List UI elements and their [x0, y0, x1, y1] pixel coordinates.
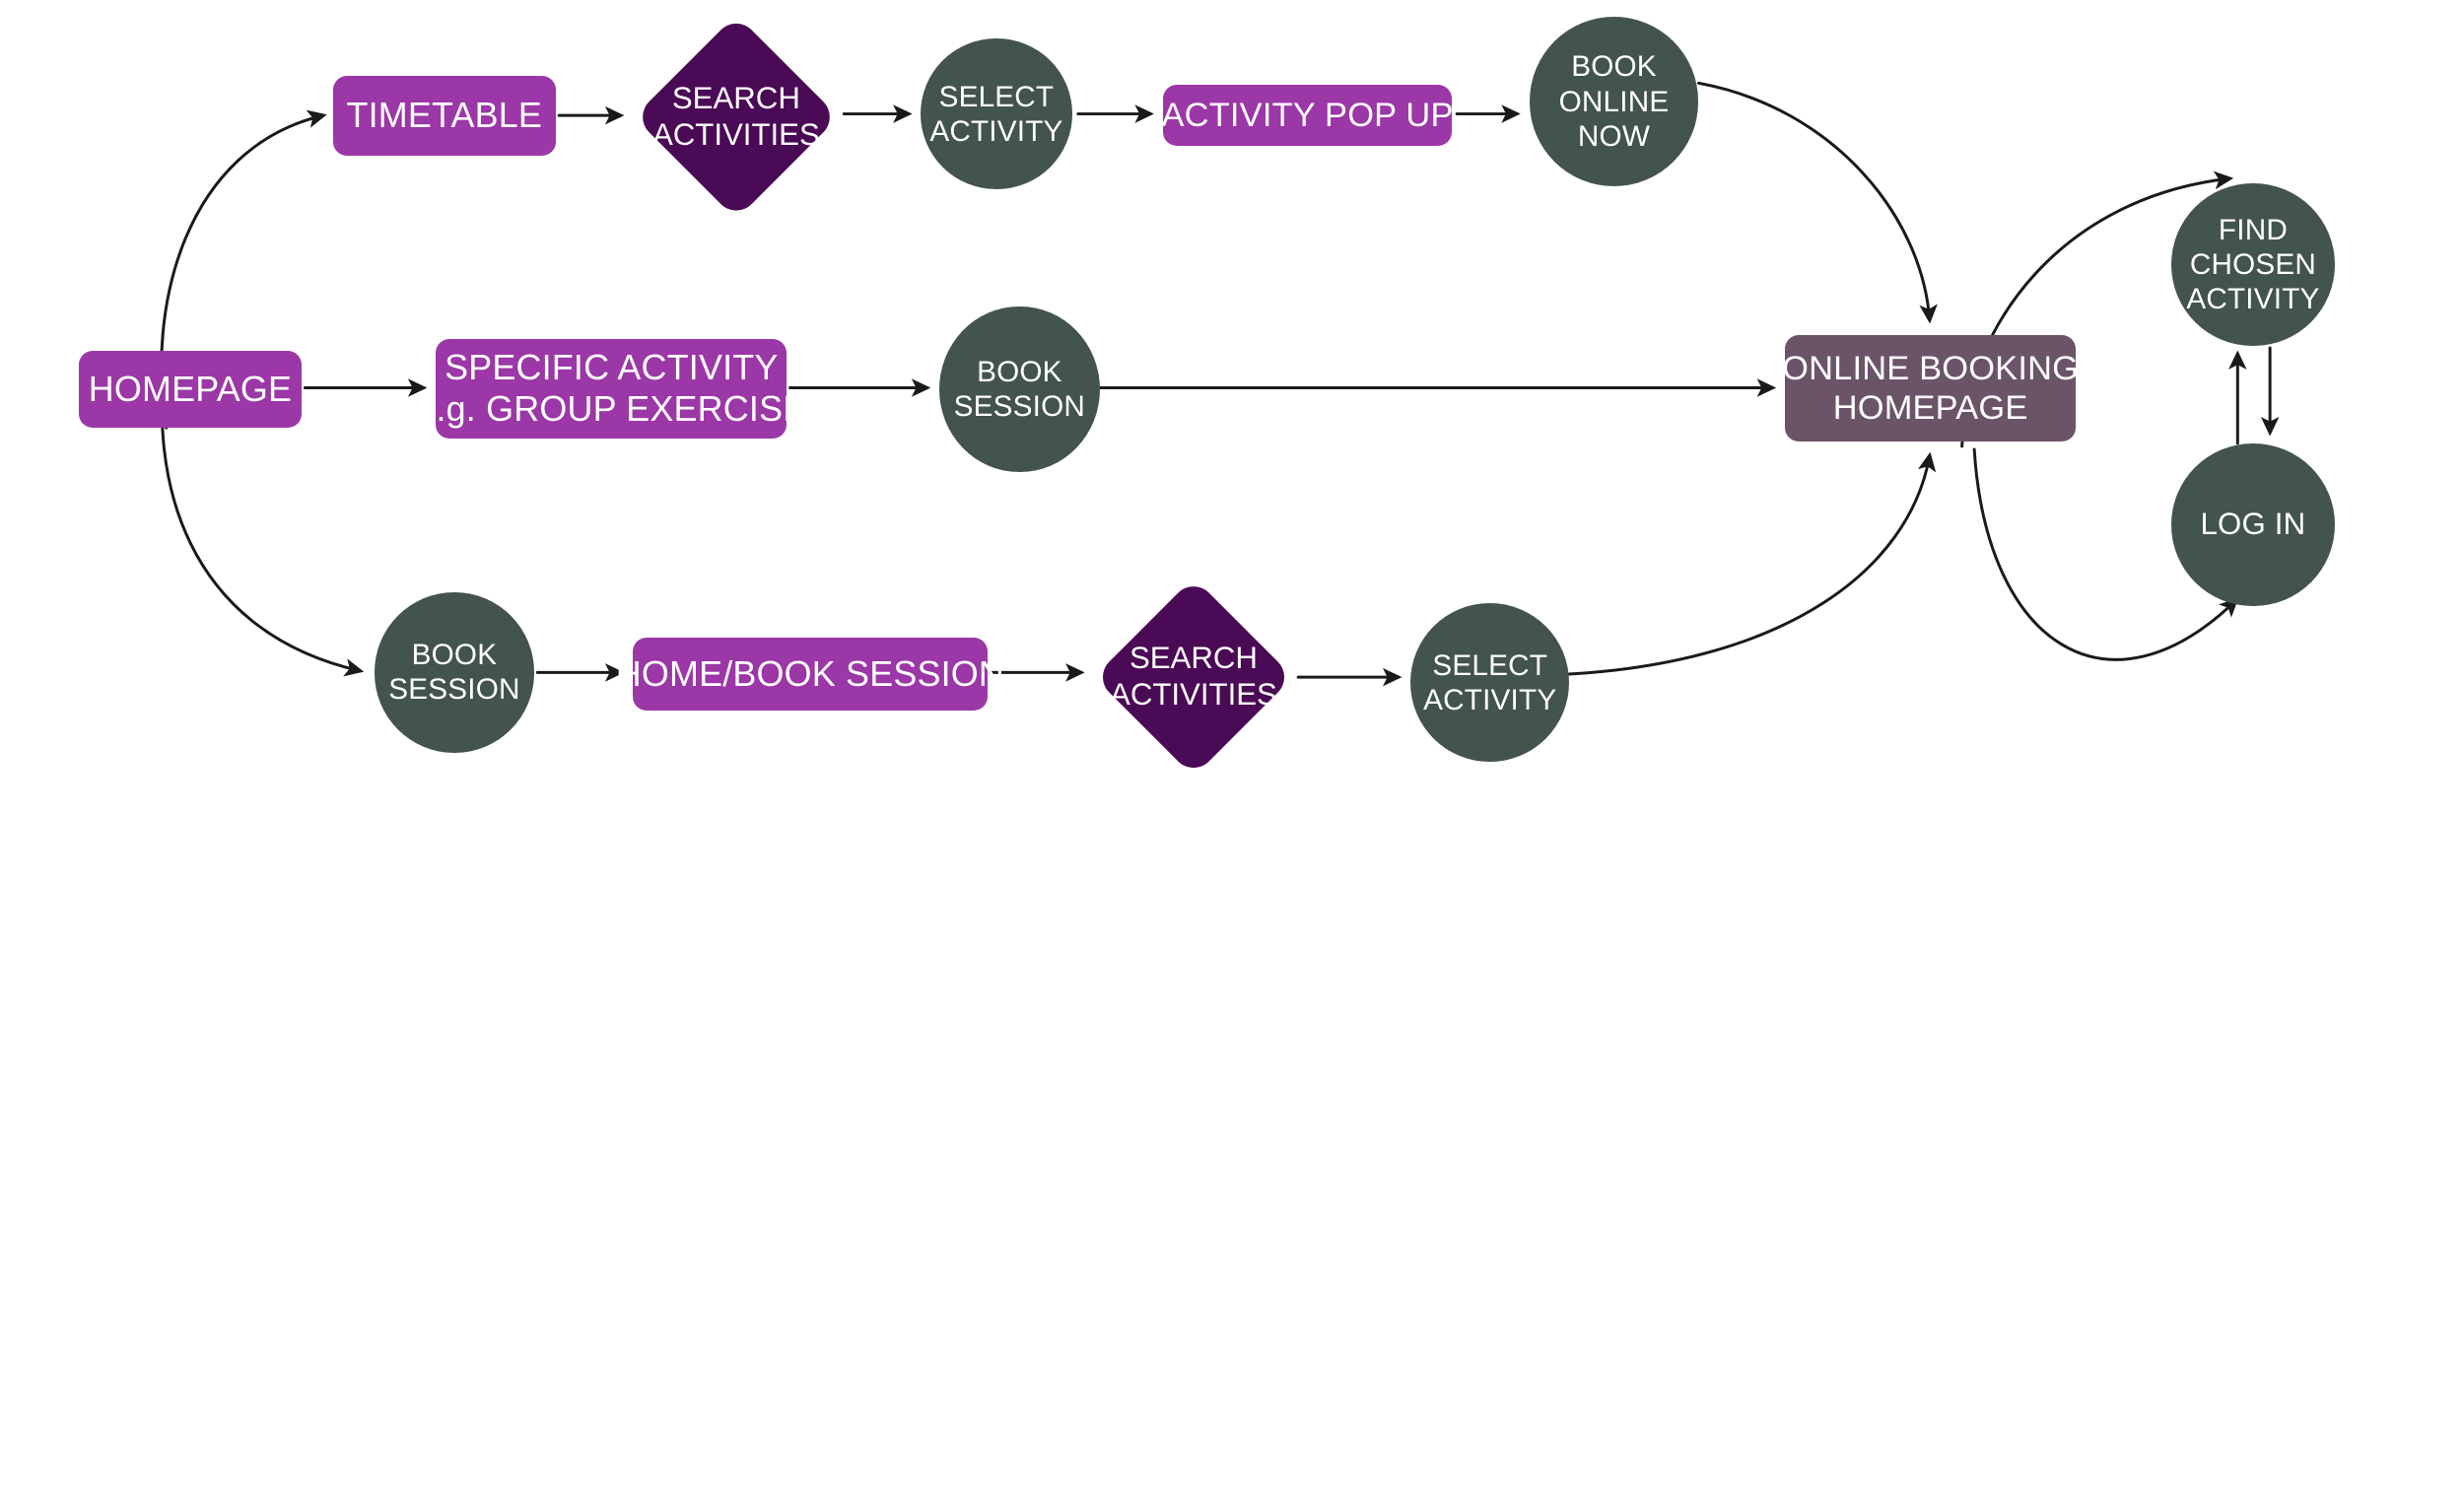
node-find-chosen[interactable]: FIND CHOSEN ACTIVITY [2171, 182, 2335, 347]
node-label: ACTIVITY POP UP [1161, 96, 1454, 134]
node-label: BOOK ONLINE NOW [1558, 50, 1670, 153]
node-label: BOOK SESSION [388, 639, 520, 707]
node-home-book[interactable]: HOME/BOOK SESSION [616, 637, 1004, 712]
node-popup[interactable]: ACTIVITY POP UP [1161, 84, 1454, 147]
edge-book-online-now-to-online-booking [1696, 81, 1938, 324]
node-log-in[interactable]: LOG IN [2171, 442, 2335, 607]
node-online-booking[interactable]: ONLINE BOOKING HOMEPAGE [1782, 335, 2080, 442]
node-search-top[interactable]: SEARCH ACTIVITIES [633, 14, 840, 220]
edge-select-bot-to-online-booking [1567, 451, 1937, 676]
node-label: HOME/BOOK SESSION [615, 653, 1005, 694]
node-label: SPECIFIC ACTIVITY e.g. GROUP EXERCISE [416, 347, 807, 430]
node-select-bot[interactable]: SELECT ACTIVITY [1410, 603, 1570, 762]
node-book-online-now[interactable]: BOOK ONLINE NOW [1529, 17, 1699, 186]
node-specific[interactable]: SPECIFIC ACTIVITY e.g. GROUP EXERCISE [416, 338, 806, 440]
node-homepage[interactable]: HOMEPAGE [78, 351, 303, 429]
flowchart-canvas: HOMEPAGE TIMETABLE SEARCH ACTIVITIES SELECT… [78, 14, 2335, 778]
node-book-session-bot[interactable]: BOOK SESSION [374, 592, 535, 753]
node-label: SEARCH ACTIVITIES [651, 80, 820, 152]
edge-online-booking-to-log-in [1972, 447, 2239, 661]
node-label: FIND CHOSEN ACTIVITY [2186, 214, 2320, 316]
node-label: ONLINE BOOKING HOMEPAGE [1782, 349, 2080, 428]
node-timetable[interactable]: TIMETABLE [332, 75, 557, 156]
node-search-bot[interactable]: SEARCH ACTIVITIES [1093, 578, 1293, 778]
node-label: SEARCH ACTIVITIES [1110, 641, 1277, 713]
node-label: TIMETABLE [346, 95, 543, 135]
node-label: SELECT ACTIVITY [1423, 648, 1557, 716]
edge-layer [160, 81, 2280, 687]
node-label: HOMEPAGE [88, 369, 293, 409]
node-select-top[interactable]: SELECT ACTIVITY [921, 38, 1072, 190]
node-label: LOG IN [2200, 507, 2306, 542]
node-label: BOOK SESSION [953, 356, 1086, 424]
node-book-session-mid[interactable]: BOOK SESSION [939, 306, 1100, 473]
node-label: SELECT ACTIVITY [929, 80, 1063, 148]
